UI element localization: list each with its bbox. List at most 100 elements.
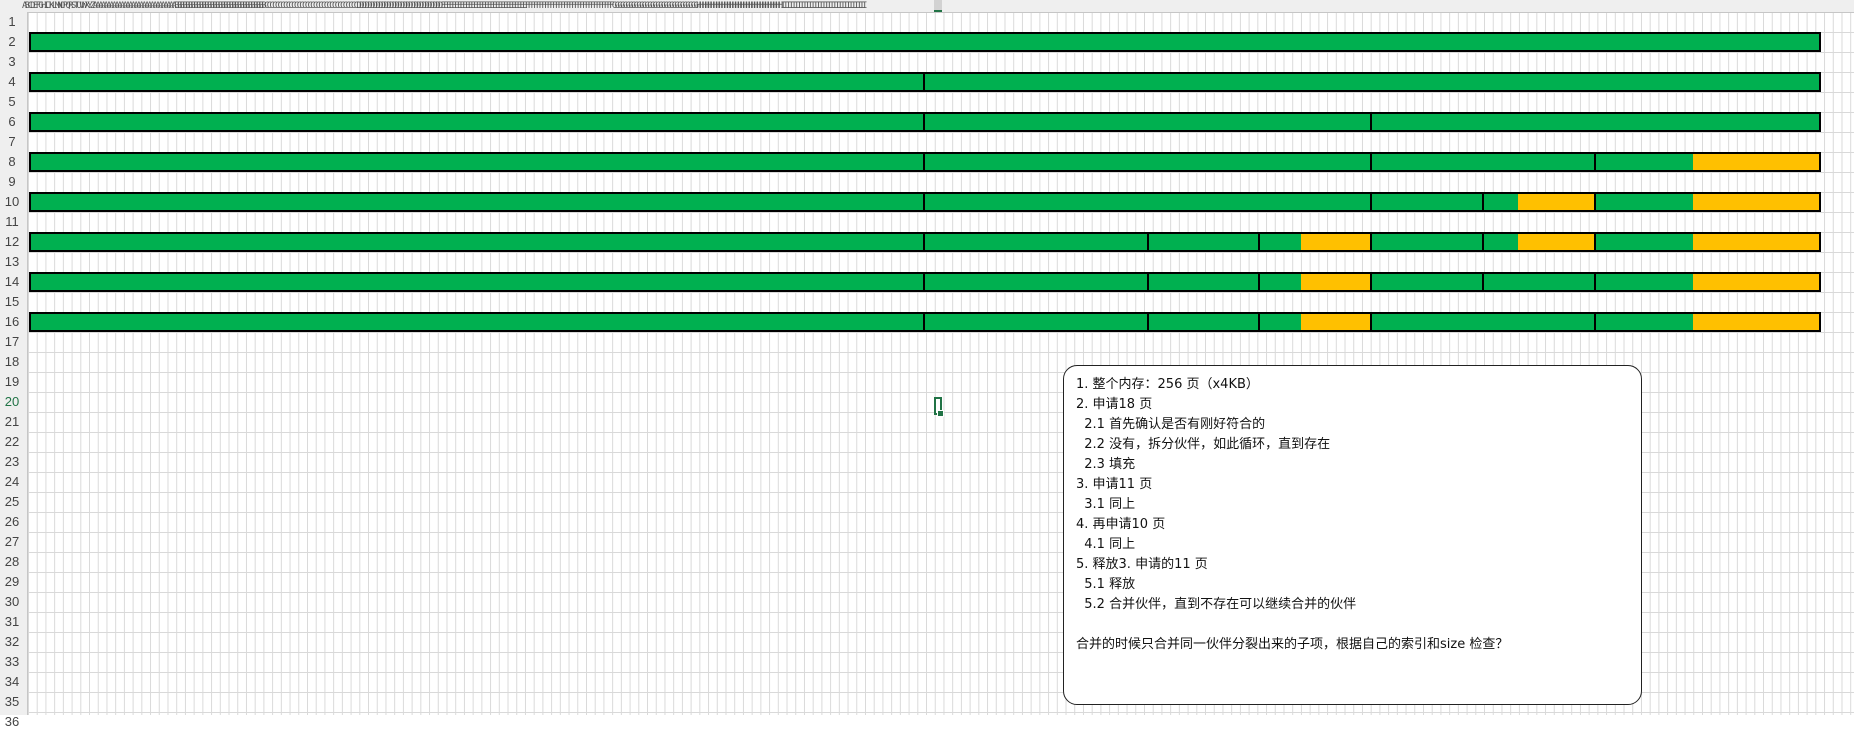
row-number[interactable]: 5	[8, 94, 16, 109]
row-number[interactable]: 33	[4, 654, 20, 669]
row-number[interactable]: 24	[4, 474, 20, 489]
row-number[interactable]: 20	[4, 394, 20, 409]
block-fill-green	[31, 154, 923, 170]
row-number[interactable]: 13	[4, 254, 20, 269]
block-fill-green	[31, 194, 923, 210]
allocated-block	[1260, 274, 1372, 290]
notes-line: 3. 申请11 页	[1076, 477, 1153, 492]
block-fill-green	[1595, 194, 1694, 210]
free-block	[31, 234, 925, 250]
row-number[interactable]: 28	[4, 554, 20, 569]
free-block	[31, 154, 925, 170]
block-fill-green	[1372, 114, 1819, 130]
notes-line: 5.2 合并伙伴，直到不存在可以继续合并的伙伴	[1076, 597, 1357, 612]
row-number[interactable]: 36	[4, 714, 20, 729]
notes-gap	[1076, 615, 1629, 635]
block-fill-green	[31, 34, 1819, 50]
row-number[interactable]: 2	[8, 34, 16, 49]
row-number[interactable]: 22	[4, 434, 20, 449]
row-number[interactable]: 8	[8, 154, 16, 169]
row-number[interactable]: 19	[4, 374, 20, 389]
free-block	[1372, 274, 1484, 290]
block-fill-used	[1693, 154, 1819, 170]
row-number[interactable]: 29	[4, 574, 20, 589]
block-fill-green	[1372, 154, 1594, 170]
row-number[interactable]: 9	[8, 174, 16, 189]
row-number[interactable]: 17	[4, 334, 20, 349]
block-fill-green	[1372, 314, 1594, 330]
row-number[interactable]: 12	[4, 234, 20, 249]
block-fill-used	[1693, 194, 1819, 210]
notes-line: 1. 整个内存：256 页（x4KB）	[1076, 377, 1259, 392]
row-number[interactable]: 3	[8, 54, 16, 69]
memory-bar-row-16	[29, 312, 1821, 332]
row-number[interactable]: 21	[4, 414, 20, 429]
block-fill-green	[925, 114, 1370, 130]
block-fill-green	[1260, 314, 1302, 330]
block-fill-used	[1301, 274, 1370, 290]
memory-bar-row-2	[29, 32, 1821, 52]
free-block	[925, 114, 1372, 130]
free-block	[31, 74, 925, 90]
row-number[interactable]: 25	[4, 494, 20, 509]
row-number[interactable]: 1	[8, 14, 16, 29]
block-fill-green	[1483, 234, 1519, 250]
row-number[interactable]: 27	[4, 534, 20, 549]
notes-line: 2. 申请18 页	[1076, 397, 1153, 412]
block-fill-green	[1148, 234, 1259, 250]
row-number[interactable]: 14	[4, 274, 20, 289]
row-number[interactable]: 18	[4, 354, 20, 369]
row-number[interactable]: 6	[8, 114, 16, 129]
column-header-letters[interactable]: ABCDEFGHIJKLMNOPQRSTUVWXYZAAAAAAAAAAAAAA…	[22, 1, 867, 11]
allocated-block	[1483, 234, 1596, 250]
allocated-block	[1595, 194, 1819, 210]
free-block	[925, 74, 1819, 90]
row-number[interactable]: 16	[4, 314, 20, 329]
free-block	[925, 314, 1149, 330]
memory-bar-row-6	[29, 112, 1821, 132]
row-number[interactable]: 31	[4, 614, 20, 629]
memory-bar-row-14	[29, 272, 1821, 292]
block-fill-green	[1372, 194, 1482, 210]
row-number[interactable]: 10	[4, 194, 20, 209]
memory-bar-row-12	[29, 232, 1821, 252]
notes-textbox[interactable]: 1. 整个内存：256 页（x4KB）2. 申请18 页 2.1 首先确认是否有…	[1063, 365, 1642, 705]
row-number[interactable]: 4	[8, 74, 16, 89]
free-block	[1372, 314, 1596, 330]
row-number[interactable]: 23	[4, 454, 20, 469]
active-column-marker	[934, 0, 942, 12]
block-fill-green	[925, 274, 1147, 290]
row-number[interactable]: 15	[4, 294, 20, 309]
block-fill-green	[1483, 274, 1594, 290]
free-block	[1372, 154, 1596, 170]
block-fill-green	[925, 314, 1147, 330]
row-number[interactable]: 34	[4, 674, 20, 689]
row-number[interactable]: 11	[5, 214, 19, 229]
row-number[interactable]: 35	[4, 694, 20, 709]
column-header[interactable]: ABCDEFGHIJKLMNOPQRSTUVWXYZAAAAAAAAAAAAAA…	[0, 0, 1854, 13]
notes-lines: 1. 整个内存：256 页（x4KB）2. 申请18 页 2.1 首先确认是否有…	[1076, 375, 1629, 615]
block-fill-green	[1595, 274, 1694, 290]
block-fill-green	[1372, 234, 1482, 250]
block-fill-green	[1595, 314, 1694, 330]
allocated-block	[1595, 314, 1819, 330]
block-fill-green	[31, 314, 923, 330]
block-fill-used	[1301, 314, 1370, 330]
block-fill-green	[1595, 154, 1694, 170]
allocated-block	[1483, 194, 1596, 210]
row-number[interactable]: 32	[4, 634, 20, 649]
block-fill-used	[1693, 314, 1819, 330]
free-block	[31, 194, 925, 210]
row-number[interactable]: 7	[8, 134, 16, 149]
row-number[interactable]: 30	[4, 594, 20, 609]
notes-line: 5.1 释放	[1076, 577, 1136, 592]
block-fill-green	[1148, 274, 1259, 290]
active-cell[interactable]	[934, 397, 944, 417]
notes-line: 3.1 同上	[1076, 497, 1136, 512]
allocated-block	[1260, 314, 1372, 330]
notes-line: 5. 释放3. 申请的11 页	[1076, 557, 1208, 572]
notes-line: 2.3 填充	[1076, 457, 1136, 472]
block-fill-green	[1260, 234, 1302, 250]
row-number[interactable]: 26	[4, 514, 20, 529]
